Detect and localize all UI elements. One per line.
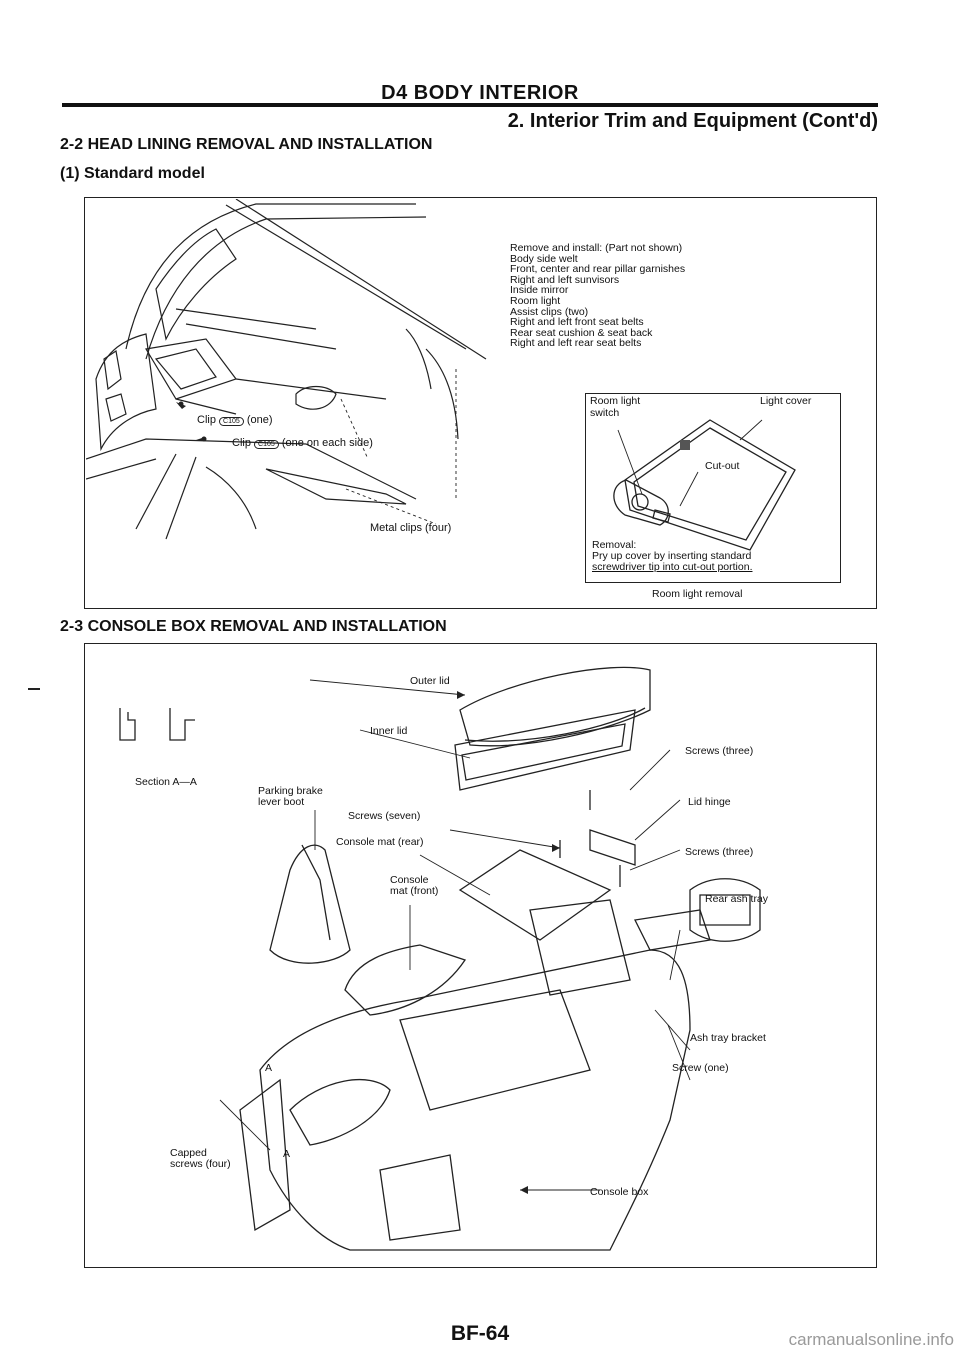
room-light-caption: Room light removal — [652, 588, 743, 600]
room-light-illustration — [600, 410, 830, 560]
page-number: BF-64 — [450, 1322, 510, 1345]
room-light-switch-line2: switch — [590, 407, 620, 419]
screws-three-upper-label: Screws (three) — [685, 745, 754, 757]
section-2-2-subtitle: (1) Standard model — [60, 165, 205, 182]
console-mat-front-label: Console mat (front) — [390, 875, 438, 897]
outer-lid-label: Outer lid — [410, 675, 450, 687]
console-box-label: Console box — [590, 1186, 649, 1198]
clip-one-text: Clip — [197, 414, 216, 426]
section-2-3-title: 2-3 CONSOLE BOX REMOVAL AND INSTALLATION — [60, 618, 447, 635]
header-rule — [62, 103, 878, 107]
clip-code-badge: C105 — [219, 417, 244, 426]
rear-ash-tray-label: Rear ash tray — [705, 893, 769, 905]
metal-clips-label: Metal clips (four) — [370, 522, 452, 534]
console-mat-rear-label: Console mat (rear) — [336, 836, 424, 848]
marker-a-lower: A — [283, 1148, 291, 1160]
console-mat-front-line2: mat (front) — [390, 885, 439, 897]
list-item: Assist clips (two) — [510, 305, 589, 318]
clip-each-qty: (one on each side) — [281, 437, 373, 449]
list-item: Inside mirror — [510, 284, 569, 297]
headlining-figure-frame — [84, 197, 877, 609]
clip-one-label: Clip C105 (one) — [197, 414, 273, 426]
capped-screws-label: Capped screws (four) — [170, 1148, 231, 1170]
marker-a-upper: A — [265, 1062, 273, 1074]
parking-brake-boot-label: Parking brake lever boot — [258, 786, 323, 808]
watermark: carmanualsonline.info — [788, 1330, 954, 1349]
page-subtitle: 2. Interior Trim and Equipment (Cont'd) — [507, 110, 878, 132]
screws-seven-label: Screws (seven) — [348, 810, 421, 822]
parking-brake-line1: Parking brake — [258, 785, 323, 797]
list-item: Right and left front seat belts — [510, 316, 644, 329]
console-box-illustration — [90, 650, 870, 1260]
list-item: Remove and install: (Part not shown) — [510, 242, 683, 254]
section-header: D4 BODY INTERIOR — [381, 82, 579, 104]
room-light-switch-label: Room light switch — [590, 395, 640, 419]
list-item: Right and left sunvisors — [510, 273, 620, 286]
console-mat-front-line1: Console — [390, 874, 429, 886]
room-light-switch-line1: Room light — [590, 395, 641, 407]
removal-note-line3: screwdriver tip into cut-out portion. — [592, 561, 753, 573]
list-item: Body side welt — [510, 252, 578, 265]
removal-note-line2: Pry up cover by inserting standard — [592, 550, 752, 562]
screw-one-label: Screw (one) — [672, 1062, 729, 1074]
list-item: Front, center and rear pillar garnishes — [510, 263, 686, 276]
list-item: Right and left rear seat belts — [510, 337, 642, 350]
ash-tray-bracket-label: Ash tray bracket — [690, 1032, 766, 1044]
section-2-2-title: 2-2 HEAD LINING REMOVAL AND INSTALLATION — [60, 136, 433, 153]
light-cover-label: Light cover — [760, 395, 812, 407]
console-figure-frame — [84, 643, 877, 1268]
clip-code-badge: C105 — [254, 440, 279, 449]
removal-note-line1: Removal: — [592, 539, 637, 551]
list-item: Rear seat cushion & seat back — [510, 326, 653, 339]
headlining-illustration — [86, 199, 506, 559]
capped-screws-line2: screws (four) — [170, 1158, 231, 1170]
clip-one-qty: (one) — [246, 414, 273, 426]
removal-note: Removal: Pry up cover by inserting stand… — [592, 540, 752, 573]
section-aa-label: Section A—A — [135, 776, 197, 788]
remove-install-list: Remove and install: (Part not shown) Bod… — [510, 243, 685, 349]
cut-out-label: Cut-out — [705, 460, 740, 472]
screws-three-lower-label: Screws (three) — [685, 846, 754, 858]
inner-lid-label: Inner lid — [370, 725, 408, 737]
room-light-inset — [585, 393, 841, 583]
parking-brake-line2: lever boot — [258, 796, 305, 808]
list-item: Room light — [510, 294, 561, 307]
lid-hinge-label: Lid hinge — [688, 796, 731, 808]
clip-each-label: Clip C105 (one on each side) — [232, 437, 373, 449]
margin-tick — [28, 688, 40, 690]
clip-each-text: Clip — [232, 437, 251, 449]
capped-screws-line1: Capped — [170, 1147, 207, 1159]
